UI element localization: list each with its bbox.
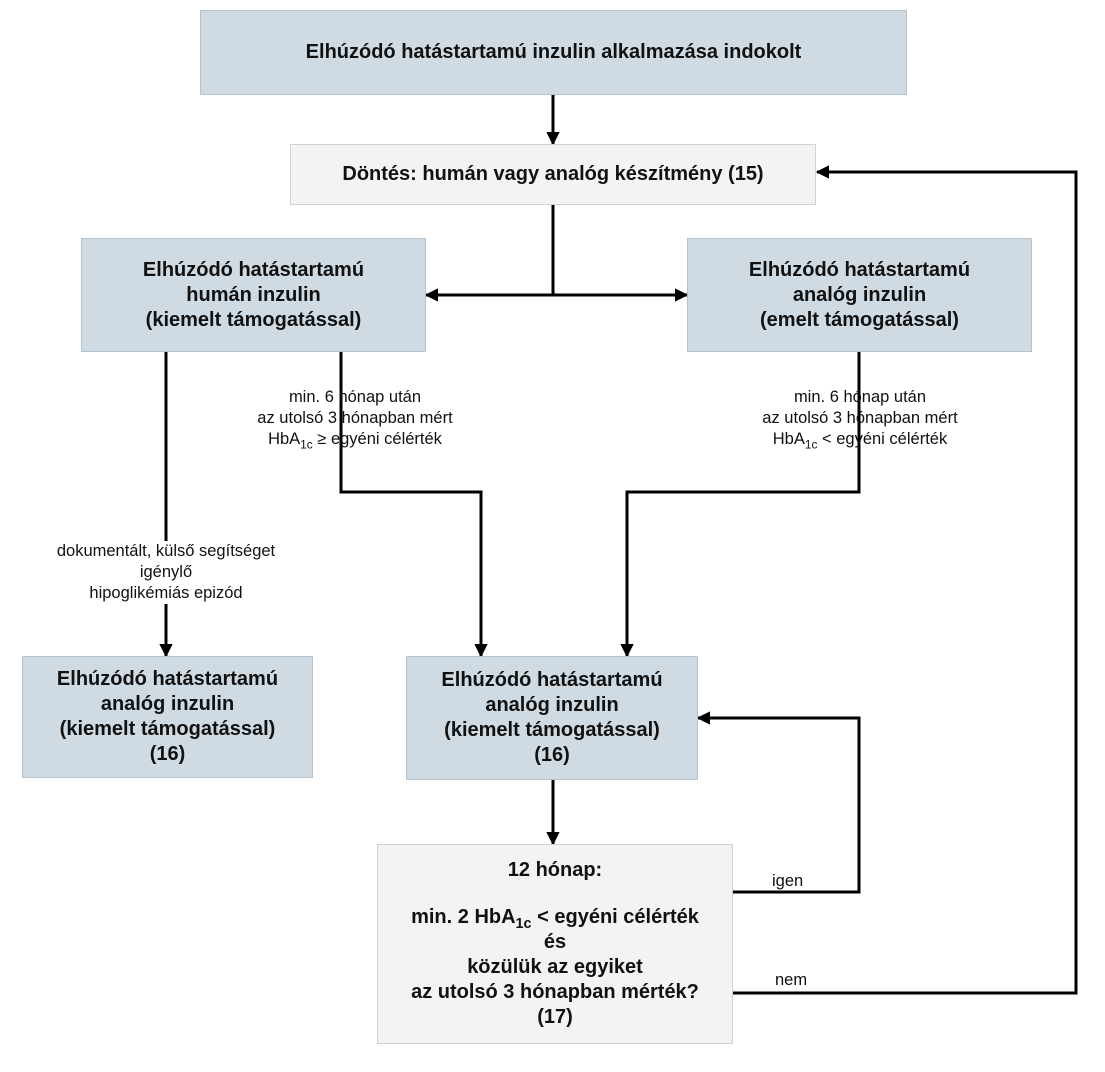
arrow-analog-emelt-to-analog-center [620, 352, 861, 658]
arrow-human-to-analog-center [339, 352, 488, 658]
label-right-condition: min. 6 hónap után az utolsó 3 hónapban m… [710, 387, 1010, 450]
box-analog-center: Elhúzódó hatástartamú analóg inzulin (ki… [406, 656, 698, 780]
label-left-condition: min. 6 hónap után az utolsó 3 hónapban m… [205, 387, 505, 450]
box-long-acting-indicated: Elhúzódó hatástartamú inzulin alkalmazás… [200, 10, 907, 95]
left-condition-hba1c: HbA1c ≥ egyéni célérték [268, 430, 442, 452]
label-no: nem [775, 971, 808, 989]
box-decision: Döntés: humán vagy analóg készítmény (15… [290, 144, 816, 205]
box-analog-emelt: Elhúzódó hatástartamú analóg inzulin (em… [687, 238, 1032, 352]
check-hba1c-line: min. 2 HbA1c < egyéni célérték [411, 906, 699, 932]
label-hypoglycemia: dokumentált, külső segítséget igénylő hi… [16, 541, 316, 604]
arrow-yes-loop [696, 711, 861, 894]
box-human-insulin: Elhúzódó hatástartamú humán inzulin (kie… [81, 238, 426, 352]
label-yes: igen [772, 872, 804, 890]
box-check-12-months: 12 hónap: min. 2 HbA1c < egyéni célérték… [377, 844, 733, 1044]
right-condition-hba1c: HbA1c < egyéni célérték [772, 430, 948, 452]
arrow-no-loop [733, 165, 1078, 995]
box-analog-left: Elhúzódó hatástartamú analóg inzulin (ki… [22, 656, 313, 778]
